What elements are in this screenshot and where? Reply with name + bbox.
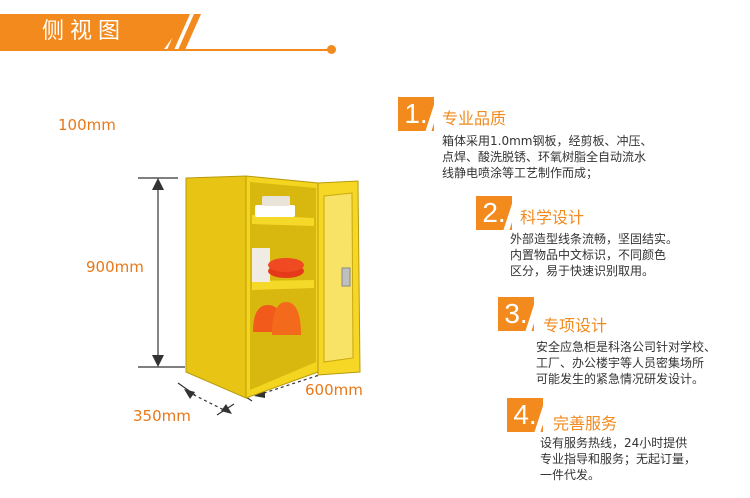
feature-description-line: 内置物品中文标识，不同颜色 bbox=[510, 248, 667, 262]
feature-number-badge: 4. bbox=[507, 398, 543, 432]
feature-description-line: 专业指导和服务；无起订量， bbox=[540, 452, 697, 466]
feature-description-line: 设有服务热线，24小时提供 bbox=[540, 436, 688, 450]
feature-title: 完善服务 bbox=[553, 414, 618, 433]
feature-description-line: 一件代发。 bbox=[540, 468, 601, 482]
dimension-top-label: 100mm bbox=[58, 116, 116, 134]
feature-description-line: 安全应急柜是科洛公司针对学校、 bbox=[536, 340, 717, 354]
feature-description: 外部造型线条流畅，坚固结实。 内置物品中文标识，不同颜色 区分，易于快速识别取用… bbox=[510, 231, 678, 279]
header-dot-decoration bbox=[327, 45, 336, 54]
feature-description-line: 可能发生的紧急情况研发设计。 bbox=[536, 372, 705, 386]
dimension-depth-label: 600mm bbox=[305, 381, 363, 399]
header-underline bbox=[0, 49, 330, 51]
feature-description-line: 区分，易于快速识别取用。 bbox=[510, 264, 655, 278]
feature-description-line: 线静电喷涂等工艺制作而成； bbox=[442, 166, 599, 180]
header-banner bbox=[0, 14, 190, 50]
feature-description: 安全应急柜是科洛公司针对学校、 工厂、办公楼宇等人员密集场所 可能发生的紧急情况… bbox=[536, 339, 716, 387]
feature-description: 设有服务热线，24小时提供 专业指导和服务；无起订量， 一件代发。 bbox=[540, 435, 696, 483]
feature-number-badge: 3. bbox=[498, 297, 534, 331]
page-title: 侧视图 bbox=[42, 19, 127, 44]
feature-number-badge: 2. bbox=[476, 196, 512, 230]
feature-title: 专项设计 bbox=[543, 316, 608, 335]
feature-description-line: 点焊、酸洗脱锈、环氧树脂全自动流水 bbox=[442, 150, 647, 164]
feature-description-line: 箱体采用1.0mm钢板，经剪板、冲压、 bbox=[442, 134, 653, 148]
feature-number-badge: 1. bbox=[398, 97, 434, 131]
height-dimension-line bbox=[138, 177, 185, 368]
dimension-height-label: 900mm bbox=[86, 258, 144, 276]
width-dimension-line bbox=[177, 382, 235, 416]
feature-description-line: 外部造型线条流畅，坚固结实。 bbox=[510, 232, 679, 246]
feature-title: 专业品质 bbox=[442, 109, 507, 128]
feature-description: 箱体采用1.0mm钢板，经剪板、冲压、 点焊、酸洗脱锈、环氧树脂全自动流水 线静… bbox=[442, 133, 652, 181]
cabinet-body bbox=[185, 175, 319, 399]
cabinet-door bbox=[317, 180, 361, 376]
feature-title: 科学设计 bbox=[520, 208, 585, 227]
feature-description-line: 工厂、办公楼宇等人员密集场所 bbox=[536, 356, 705, 370]
dimension-width-label: 350mm bbox=[133, 407, 191, 425]
